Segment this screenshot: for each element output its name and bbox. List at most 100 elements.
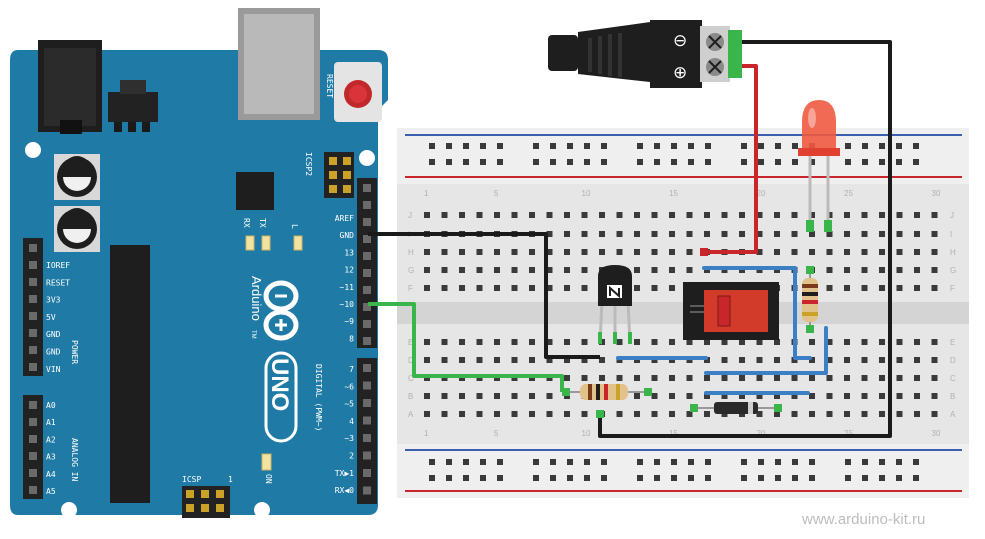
pin-label: A1	[46, 418, 56, 427]
header-pin	[363, 252, 371, 260]
breadboard-hole	[879, 212, 885, 218]
column-number: 1	[424, 429, 429, 438]
breadboard-hole	[809, 249, 815, 255]
rail-hole	[637, 459, 643, 465]
rail-hole	[480, 159, 486, 165]
breadboard-hole	[459, 267, 465, 273]
rx-led	[245, 235, 255, 251]
breadboard-hole	[739, 357, 745, 363]
breadboard-hole	[791, 231, 798, 237]
rail-hole	[446, 475, 452, 481]
wire-red-power	[700, 64, 758, 256]
rail-hole	[446, 143, 452, 149]
rail-hole	[497, 459, 503, 465]
breadboard-hole	[546, 267, 553, 273]
reset-button[interactable]	[334, 62, 382, 122]
breadboard-hole	[704, 231, 710, 237]
icsp-pin	[201, 504, 209, 512]
rail-hole	[480, 475, 486, 481]
breadboard-hole	[809, 231, 815, 237]
breadboard-hole	[669, 212, 675, 218]
rail-hole	[845, 159, 851, 165]
column-number: 30	[932, 429, 941, 438]
breadboard-hole	[914, 267, 920, 273]
breadboard-hole	[546, 393, 553, 399]
analog-section-label: ANALOG IN	[70, 438, 79, 482]
wire-black-gnd	[368, 232, 600, 359]
header-pin	[29, 452, 37, 460]
breadboard-hole	[581, 357, 588, 363]
rail-hole	[533, 159, 539, 165]
row-letter: A	[950, 410, 956, 419]
breadboard-hole	[476, 212, 483, 218]
rail-hole	[913, 159, 919, 165]
rail-hole	[775, 159, 781, 165]
breadboard-hole	[651, 249, 658, 255]
breadboard-hole	[879, 285, 885, 291]
breadboard-hole	[651, 393, 658, 399]
wire-green-signal	[368, 302, 564, 392]
breadboard-hole	[879, 249, 885, 255]
rail-hole	[601, 143, 607, 149]
breadboard-hole	[826, 231, 833, 237]
rx-label: RX	[242, 218, 251, 228]
rail-hole	[913, 459, 919, 465]
icsp2-pin	[343, 185, 351, 193]
rail-hole	[775, 143, 781, 149]
breadboard-hole	[441, 267, 448, 273]
dc-jack	[38, 40, 102, 134]
breadboard-hole	[896, 231, 903, 237]
breadboard-hole	[546, 212, 553, 218]
breadboard-hole	[546, 339, 553, 345]
pin-label: A0	[46, 401, 56, 410]
breadboard-hole	[494, 267, 500, 273]
breadboard-hole	[616, 249, 623, 255]
rail-hole	[705, 159, 711, 165]
relay	[683, 282, 779, 340]
rail-hole	[550, 143, 556, 149]
breadboard-hole	[704, 212, 710, 218]
pin-label: A5	[46, 487, 56, 496]
breadboard-hole	[529, 249, 535, 255]
breadboard-hole	[791, 375, 798, 381]
pin-label: A2	[46, 435, 56, 444]
breadboard-hole	[861, 249, 868, 255]
breadboard-hole	[896, 212, 903, 218]
breadboard-hole	[791, 393, 798, 399]
breadboard-hole	[564, 357, 570, 363]
header-pin	[29, 312, 37, 320]
column-number: 25	[844, 429, 853, 438]
row-letter: B	[950, 392, 955, 401]
breadboard-hole	[529, 212, 535, 218]
breadboard-hole	[511, 339, 518, 345]
breadboard-hole	[844, 375, 850, 381]
breadboard-hole	[424, 285, 430, 291]
column-number: 15	[669, 189, 678, 198]
breadboard-hole	[721, 339, 728, 345]
tx-led	[261, 235, 271, 251]
header-pin	[363, 469, 371, 477]
rail-hole	[758, 459, 764, 465]
header-pin	[363, 201, 371, 209]
icsp-pin	[216, 504, 224, 512]
header-pin	[363, 337, 371, 345]
pin-label: GND	[46, 348, 61, 357]
breadboard-hole	[844, 285, 850, 291]
rail-hole	[654, 475, 660, 481]
breadboard-hole	[459, 339, 465, 345]
row-letter: C	[408, 374, 414, 383]
breadboard-hole	[756, 212, 763, 218]
rail-hole	[601, 159, 607, 165]
breadboard-hole	[686, 393, 693, 399]
header-pin	[29, 346, 37, 354]
breadboard-hole	[651, 231, 658, 237]
breadboard-hole	[879, 411, 885, 417]
column-number: 10	[582, 429, 591, 438]
breadboard-hole	[616, 212, 623, 218]
header-pin	[29, 295, 37, 303]
digital-header-top	[357, 178, 377, 348]
on-led	[261, 453, 272, 471]
breadboard-hole	[441, 393, 448, 399]
breadboard-hole	[494, 393, 500, 399]
